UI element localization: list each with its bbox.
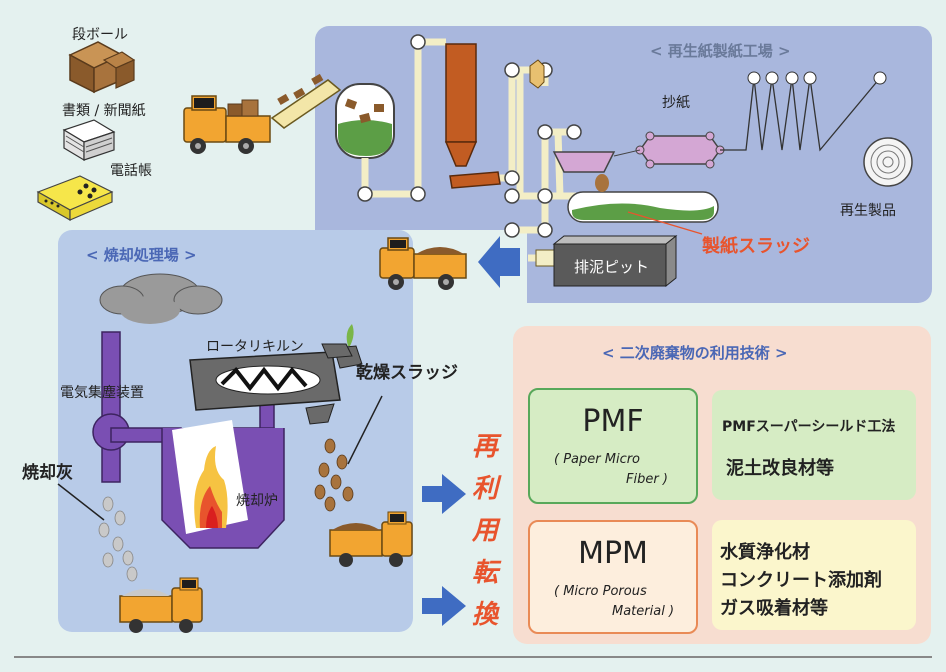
newspaper-stack-icon <box>62 119 116 162</box>
label-rotary-kiln: ロータリキルン <box>206 339 304 355</box>
label-papermaking: 抄紙 <box>662 95 690 111</box>
reuse-char-0: 再 <box>472 432 499 462</box>
reuse-conversion-label: 再 利 用 転 換 <box>472 426 506 636</box>
label-sludge: 製紙スラッジ <box>702 236 810 257</box>
label-dust-collector: 電気集塵装置 <box>60 385 144 401</box>
reuse-char-4: 換 <box>472 600 499 630</box>
reuse-char-3: 転 <box>472 558 499 588</box>
pipe-joints <box>357 34 582 238</box>
reuse-arrow-top <box>422 474 466 514</box>
delivery-truck-icon <box>183 95 271 154</box>
label-dried-sludge: 乾燥スラッジ <box>356 363 458 383</box>
ash-truck-icon <box>119 577 203 633</box>
drain-pit-icon <box>535 234 678 288</box>
label-ash: 焼却灰 <box>22 463 73 483</box>
incineration-heading: < 焼却処理場 > <box>86 246 197 264</box>
screen-units-icon <box>552 71 887 173</box>
reuse-char-2: 用 <box>472 516 499 546</box>
mpm-desc-line1: ( Micro Porous <box>554 584 647 599</box>
pellet-truck-icon <box>329 511 413 567</box>
label-drain-pit: 排泥ピット <box>574 258 650 276</box>
mpm-use-line3: ガス吸着材等 <box>720 598 828 619</box>
ash-particles <box>98 496 138 582</box>
label-furnace: 焼却炉 <box>236 493 278 509</box>
paper-roll-icon <box>863 137 913 187</box>
smoke-cloud-icon <box>99 273 223 324</box>
label-cardboard: 段ボール <box>72 27 128 43</box>
pmf-box: PMF ( Paper Micro Fiber ) <box>528 388 698 504</box>
pmf-desc-line1: ( Paper Micro <box>554 452 641 467</box>
dried-sludge-pointer <box>347 395 383 465</box>
mpm-use-box: 水質浄化材 コンクリート添加剤 ガス吸着材等 <box>712 520 916 630</box>
rotary-kiln-icon <box>189 324 363 425</box>
pmf-title: PMF <box>582 404 644 439</box>
pulper-tank-icon <box>335 83 395 159</box>
bottom-divider <box>14 656 932 658</box>
label-phonebook: 電話帳 <box>110 163 152 179</box>
ash-pointer <box>57 483 105 521</box>
paper-mill-heading: < 再生紙製紙工場 > <box>650 42 791 60</box>
pmf-use-box: PMFスーパーシールド工法 泥土改良材等 <box>712 390 916 500</box>
dried-sludge-pellets <box>314 438 354 512</box>
cardboard-boxes-icon <box>68 41 136 94</box>
pmf-desc-line2: Fiber ) <box>626 472 668 487</box>
flow-arrow-to-truck <box>478 236 520 288</box>
sludge-truck-icon <box>379 237 467 290</box>
mpm-box: MPM ( Micro Porous Material ) <box>528 520 698 634</box>
label-documents: 書類 / 新聞紙 <box>62 103 146 119</box>
label-recycled-products: 再生製品 <box>840 203 896 219</box>
secondary-heading: < 二次廃棄物の利用技術 > <box>602 344 788 362</box>
reuse-char-1: 利 <box>472 474 499 504</box>
reuse-arrow-bottom <box>422 586 466 626</box>
pmf-use-line2: 泥土改良材等 <box>726 458 834 479</box>
pmf-use-line1: PMFスーパーシールド工法 <box>722 419 896 435</box>
feed-conveyor-icon <box>270 73 342 129</box>
mpm-title: MPM <box>578 536 648 571</box>
digester-tower-icon <box>444 43 545 189</box>
mpm-use-line1: 水質浄化材 <box>720 542 810 563</box>
sludge-separator-icon <box>567 174 719 235</box>
mpm-desc-line2: Material ) <box>612 604 675 619</box>
phonebook-icon <box>36 175 114 222</box>
mpm-use-line2: コンクリート添加剤 <box>720 570 882 591</box>
incinerator-furnace-icon <box>161 420 285 549</box>
